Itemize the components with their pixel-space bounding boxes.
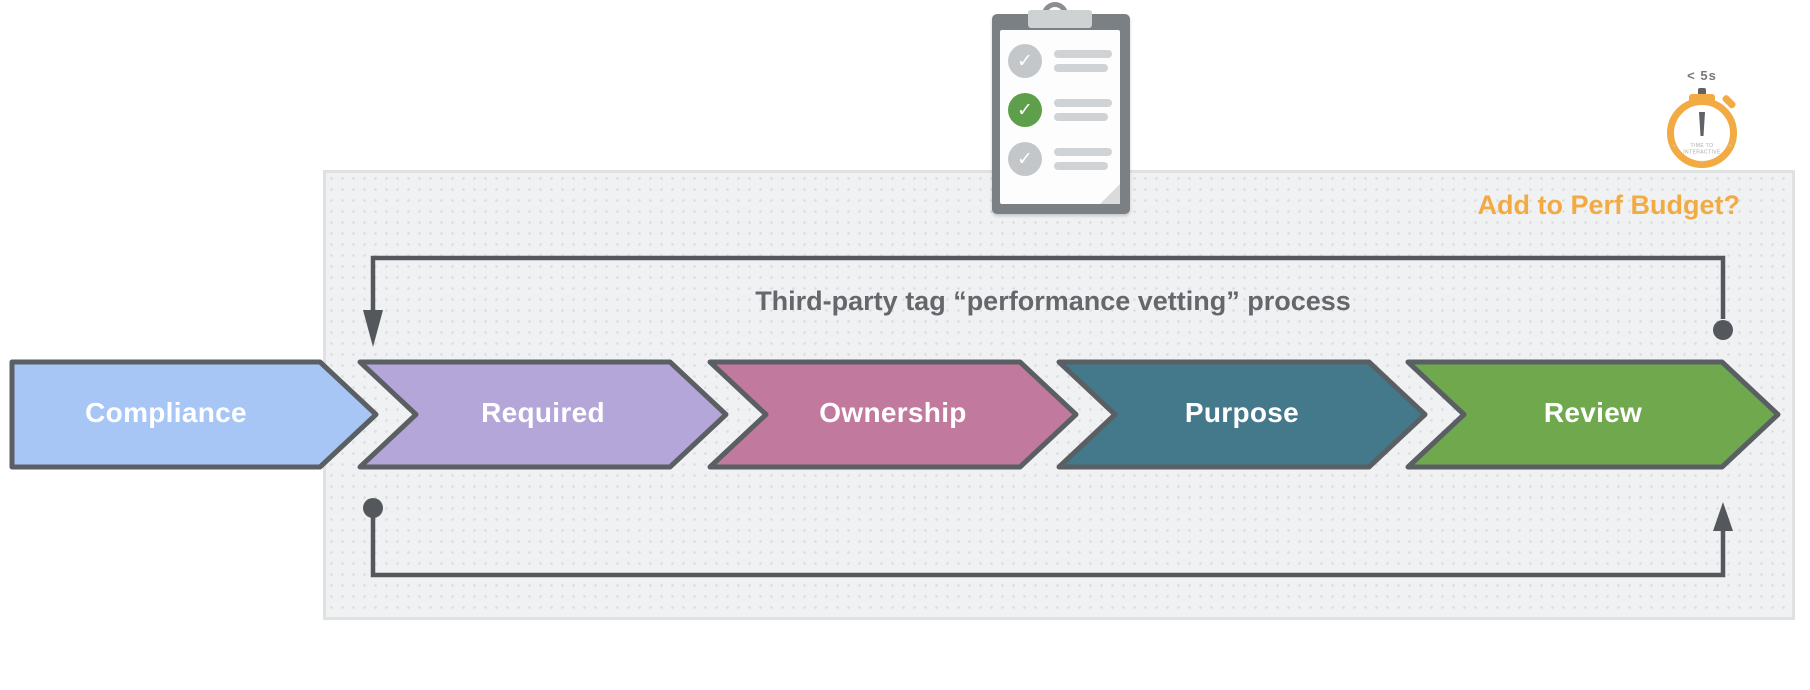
stage-arrow-required (357, 359, 729, 470)
stage-arrow-ownership (707, 359, 1079, 470)
connector-dot-icon (363, 498, 383, 518)
stage-label-purpose: Purpose (1184, 397, 1300, 428)
stage-label-review: Review (1543, 397, 1643, 428)
check-icon: ✓ (1008, 44, 1042, 78)
checklist-item: ✓ (1008, 44, 1112, 78)
stopwatch-tick-icon: + (1700, 159, 1704, 166)
text-placeholder-bar (1054, 99, 1112, 107)
stage-label-required: Required (481, 397, 605, 428)
clipboard-clip-icon (1028, 10, 1092, 28)
arrowhead-up-icon (1713, 502, 1733, 531)
stage-arrow-compliance (9, 359, 379, 470)
stopwatch-tick-icon: + (1672, 143, 1676, 150)
paper-fold-icon (1100, 184, 1120, 204)
checklist-text-bars (1054, 99, 1112, 121)
text-placeholder-bar (1054, 148, 1112, 156)
check-icon: ✓ (1008, 142, 1042, 176)
stage-label-compliance: Compliance (85, 397, 247, 428)
stage-arrow-review (1405, 359, 1781, 470)
stopwatch-needle-icon (1699, 112, 1705, 136)
stage-arrow-purpose (1056, 359, 1428, 470)
text-placeholder-bar (1054, 50, 1112, 58)
loop-arrow-top (363, 255, 1733, 347)
stopwatch-tick-icon: + (1728, 143, 1732, 150)
clipboard-paper: ✓ ✓ ✓ (1000, 30, 1120, 204)
checklist-rows: ✓ ✓ ✓ (1008, 44, 1112, 191)
checklist-item: ✓ (1008, 142, 1112, 176)
stage-label-ownership: Ownership (819, 397, 967, 428)
stopwatch-text-line2: INTERACTIVE (1683, 150, 1721, 156)
stopwatch-icon: TIME TO INTERACTIVE + + + (1667, 88, 1737, 168)
stopwatch-nub-icon (1722, 95, 1736, 109)
diagram-title: Third-party tag “performance vetting” pr… (755, 286, 1351, 316)
text-placeholder-bar (1054, 113, 1108, 121)
stage-arrows (9, 359, 1781, 470)
checklist-item: ✓ (1008, 93, 1112, 127)
check-icon: ✓ (1008, 93, 1042, 127)
tti-value-label: < 5s (1687, 68, 1717, 83)
arrowhead-down-icon (363, 310, 383, 347)
loop-arrow-bottom (363, 498, 1733, 578)
connector-dot-icon (1713, 320, 1733, 340)
checklist-clipboard-icon: ✓ ✓ ✓ (990, 2, 1134, 216)
text-placeholder-bar (1054, 64, 1108, 72)
stopwatch-text-line1: TIME TO (1691, 143, 1714, 149)
text-placeholder-bar (1054, 162, 1108, 170)
perf-budget-question: Add to Perf Budget? (1477, 190, 1740, 220)
checklist-text-bars (1054, 148, 1112, 170)
checklist-text-bars (1054, 50, 1112, 72)
